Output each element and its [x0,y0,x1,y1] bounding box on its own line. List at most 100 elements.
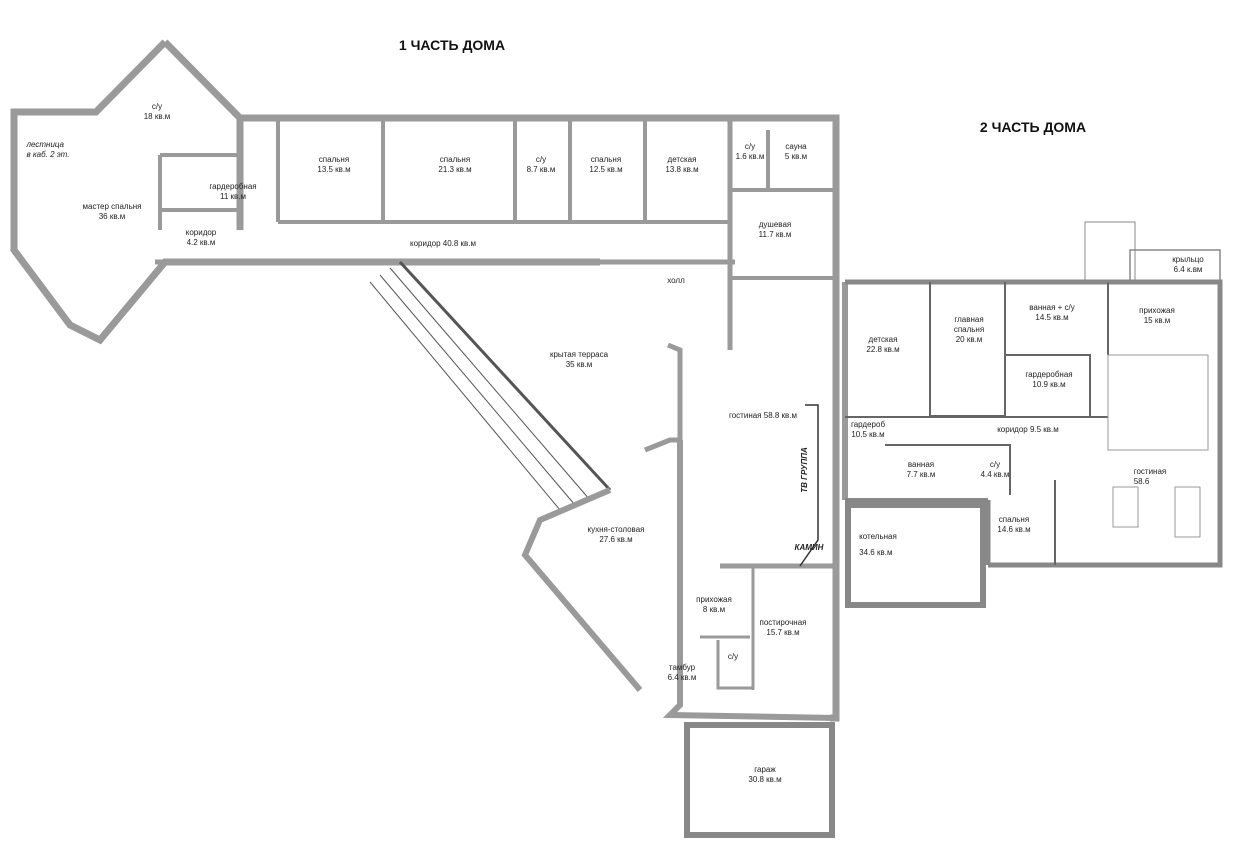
room-name: коридор 9.5 кв.м [997,425,1059,434]
room-name: с/у [535,155,547,164]
room-name: спальня [439,155,471,164]
room-name: прихожая [696,595,732,604]
room-label: котельная 34.6 кв.м [859,529,897,561]
room-area: в каб. 2 эт. [26,150,70,159]
room-area: 58.6 [1133,477,1150,486]
room-name: тамбур [668,663,696,672]
room-name: детская [868,335,898,344]
room-area: 8.7 кв.м [526,165,556,174]
room-label: коридор 9.5 кв.м [997,425,1059,435]
room-label: с/у [728,652,738,662]
room-name: с/у [727,652,739,661]
room-name: лестница [26,140,65,149]
room-area: 13.5 кв.м [317,165,351,174]
room-name: мастер спальня [82,202,142,211]
room-area: 5 кв.м [784,152,808,161]
room-name: спальня [318,155,350,164]
room-name: с/у [744,142,756,151]
room-name: гардеробная [1025,370,1073,379]
room-name: ванная [907,460,935,469]
room-name: кухня-столовая [587,525,645,534]
room-area: 11 кв.м [219,192,246,201]
room-area: 18 кв.м [143,112,171,121]
room-area: 4.4 кв.м [980,470,1010,479]
room-area: 20 кв.м [955,335,983,344]
room-area: 34.6 кв.м [859,548,893,557]
room-area: 6.4 кв.м [667,673,697,682]
room-name: сауна [785,142,807,151]
room-name: коридор 40.8 кв.м [409,239,477,248]
room-name: холл [667,276,685,285]
room-name: гараж [754,765,776,774]
room-area: 15.7 кв.м [766,628,800,637]
room-area: 4.2 кв.м [186,238,216,247]
part2-title: 2 ЧАСТЬ ДОМА [979,119,1087,135]
room-label: гостиная 58.8 кв.м [729,411,797,421]
room-name: постирочная [759,618,807,627]
room-area: 14.6 кв.м [997,525,1031,534]
room-area: 36 кв.м [98,212,126,221]
room-name: гостиная [1133,467,1167,476]
room-area: 27.6 кв.м [599,535,633,544]
room-name: спальня [998,515,1030,524]
room-area: 22.8 кв.м [866,345,900,354]
room-name: гардероб [850,420,886,429]
room-name: гостиная 58.8 кв.м [728,411,798,420]
room-area: 8 кв.м [702,605,726,614]
room-name: крытая терраса [549,350,609,359]
room-name: детская [667,155,697,164]
room-name: с/у [989,460,1001,469]
room-area: 21.3 кв.м [438,165,472,174]
room-name: прихожая [1139,306,1175,315]
room-area: 14.5 кв.м [1035,313,1069,322]
room-area: 10.9 кв.м [1032,380,1066,389]
room-area: 13.8 кв.м [665,165,699,174]
room-name: гардеробная [209,182,257,191]
room-area: 15 кв.м [1143,316,1171,325]
room-name: спальня [590,155,622,164]
room-name: душевая [758,220,792,229]
tv-group-annotation: ТВ ГРУППА [800,447,809,493]
room-label: коридор 40.8 кв.м [410,239,476,249]
part1-title: 1 ЧАСТЬ ДОМА [398,37,506,53]
fireplace-annotation: КАМИН [794,543,824,552]
room-name: котельная [859,532,897,541]
room-area: 30.8 кв.м [748,775,782,784]
room-name: ванная + с/у [1029,303,1075,312]
room-area: 6.4 к.вм [1173,265,1203,274]
room-label: холл [667,276,685,286]
room-area: 7.7 кв.м [906,470,936,479]
room-area: 35 кв.м [565,360,593,369]
room-name: с/у [151,102,163,111]
room-name: крыльцо [1172,255,1204,264]
